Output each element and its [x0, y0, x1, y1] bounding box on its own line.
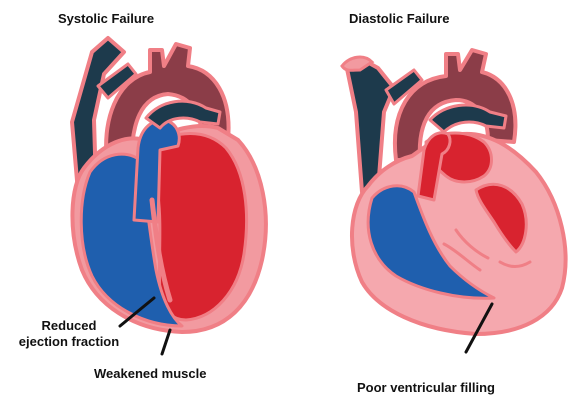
weakened-muscle-label: Weakened muscle — [94, 366, 206, 382]
reduced-ejection-label: Reduced ejection fraction — [0, 318, 138, 350]
reduced-line-1: Reduced — [0, 318, 138, 334]
reduced-line-2: ejection fraction — [0, 334, 138, 350]
weakened-muscle-pointer — [162, 330, 170, 354]
poor-filling-label: Poor ventricular filling — [357, 380, 495, 396]
systolic-title: Systolic Failure — [58, 11, 154, 27]
diastolic-title: Diastolic Failure — [349, 11, 449, 27]
diastolic-heart-illustration — [342, 50, 566, 334]
systolic-heart-illustration — [72, 38, 266, 332]
